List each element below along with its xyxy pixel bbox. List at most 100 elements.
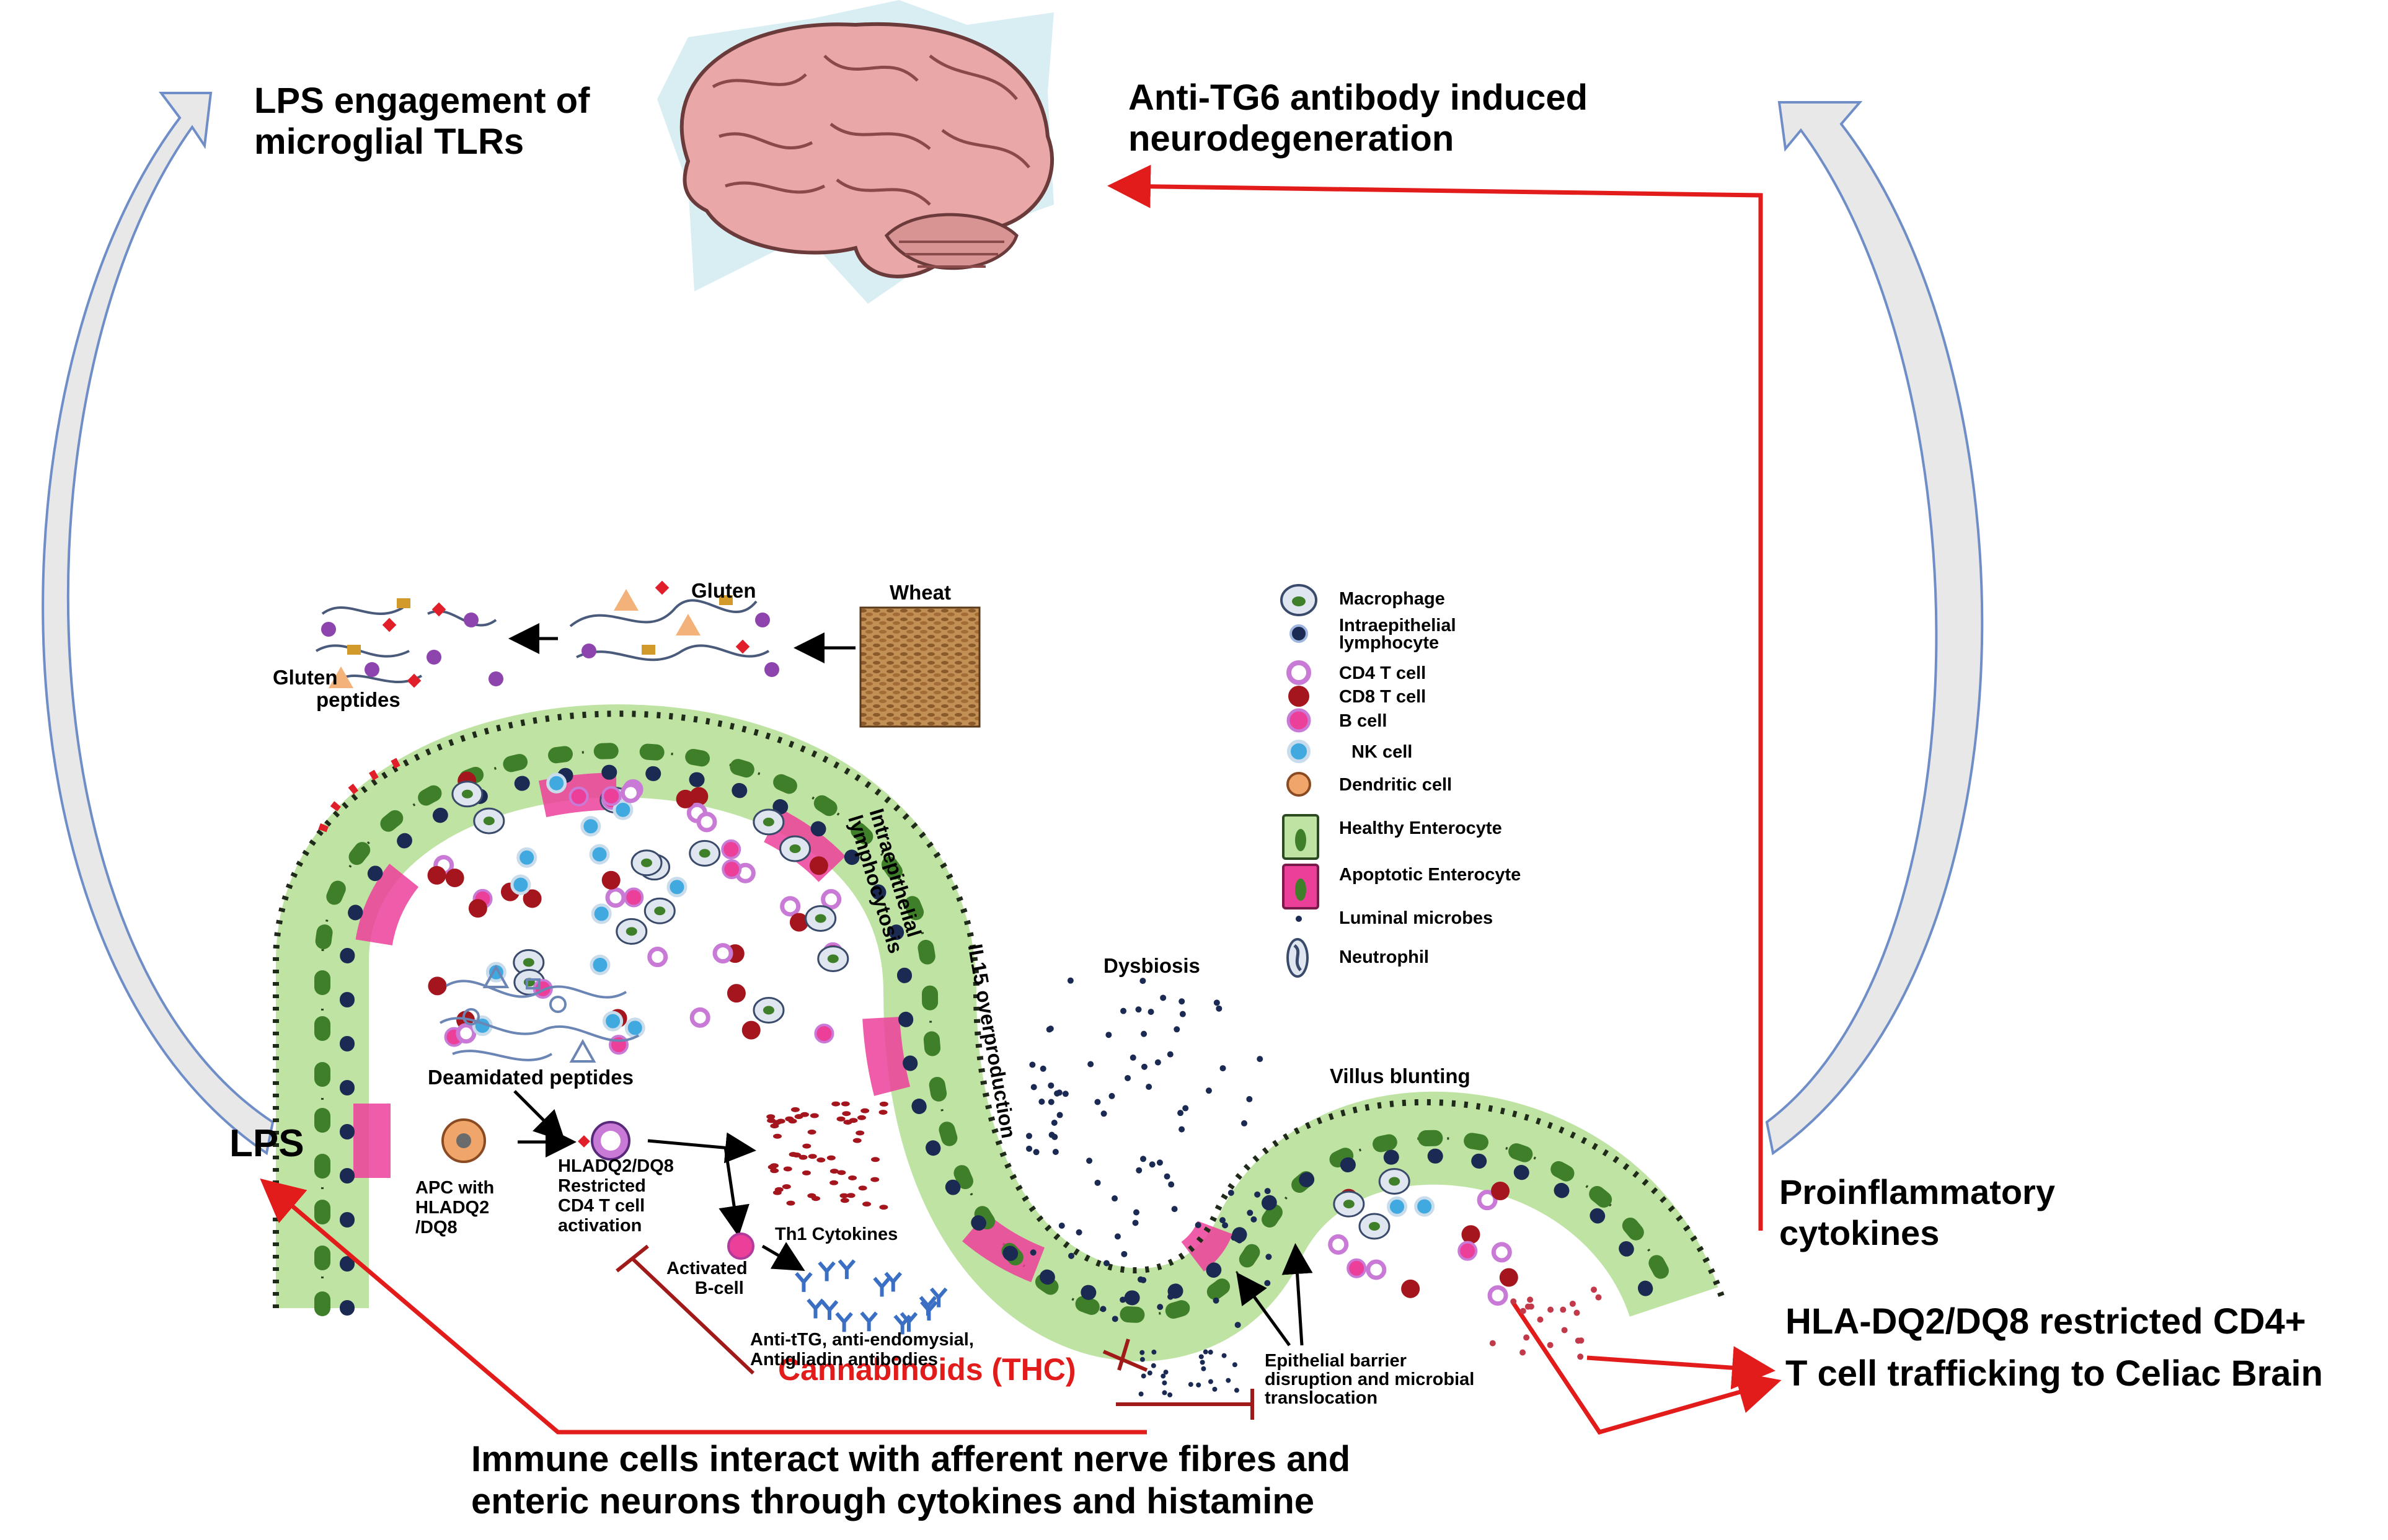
luminal-microbe <box>1216 1005 1223 1012</box>
wheat-image <box>859 606 981 728</box>
nk-cell <box>612 799 634 820</box>
cytokines-hollow-arrow <box>1765 101 1984 1156</box>
neutrophil-dot <box>1560 1306 1567 1313</box>
luminal-microbe <box>1056 1112 1063 1118</box>
luminal-microbe <box>1048 1099 1055 1105</box>
b-cell <box>568 786 589 807</box>
cd4-t-cell <box>1477 1190 1498 1211</box>
cd8-t-cell <box>428 976 447 996</box>
cytokine-dot <box>829 1180 839 1185</box>
legend-label-cd8: CD8 T cell <box>1339 687 1426 707</box>
cytokine-dot <box>816 1157 826 1163</box>
hla-cd4-cell-icon <box>578 1121 630 1161</box>
cd4-t-cell <box>689 1007 710 1028</box>
luminal-microbe <box>1219 1065 1226 1072</box>
cytokine-dot <box>794 1114 803 1120</box>
translocated-microbe <box>1151 1349 1157 1355</box>
villus-blunting-label: Villus blunting <box>1330 1064 1470 1087</box>
luminal-microbe <box>1171 1206 1178 1213</box>
activated-b-cell-label: Activated B-cell <box>666 1259 748 1298</box>
cytokine-dot <box>826 1155 836 1161</box>
nk-cell <box>590 954 611 975</box>
legend-label-macrophage: Macrophage <box>1339 589 1445 609</box>
luminal-microbe <box>1141 1030 1148 1037</box>
anti-tg6-line-2: neurodegeneration <box>1128 118 1454 159</box>
epithelial-barrier-line-3: translocation <box>1265 1388 1378 1408</box>
luminal-microbe <box>1038 1099 1045 1105</box>
cytokine-dot <box>808 1154 817 1159</box>
antibody-y-shape <box>884 1272 903 1292</box>
nk-cell <box>580 816 601 837</box>
luminal-microbe <box>1156 1159 1163 1166</box>
luminal-microbe <box>1112 1316 1118 1322</box>
luminal-microbe <box>1030 1084 1037 1091</box>
luminal-microbe <box>1213 1297 1219 1304</box>
luminal-microbe <box>1108 1092 1115 1099</box>
antibody-y-shape <box>873 1277 891 1297</box>
cytokine-dot <box>783 1166 792 1172</box>
nk-cell <box>591 903 612 924</box>
nk-cell <box>589 844 610 865</box>
hla-trafficking-line-1: HLA-DQ2/DQ8 restricted CD4+ <box>1785 1301 2306 1342</box>
epithelial-barrier-line-1: Epithelial barrier <box>1265 1351 1407 1371</box>
cytokine-dot <box>831 1101 841 1107</box>
luminal-microbe <box>1227 1189 1234 1196</box>
cd8-t-cell <box>523 889 542 908</box>
luminal-microbe <box>1136 1167 1143 1174</box>
antibodies-label: Anti-tTG, anti-endomysial, Antigliadin a… <box>750 1330 974 1370</box>
luminal-microbe <box>1140 1156 1147 1162</box>
gluten-peptides-icon <box>315 598 503 688</box>
luminal-microbe <box>1054 1090 1061 1097</box>
luminal-microbe <box>1094 1179 1101 1186</box>
antibodies-line-2: Antigliadin antibodies <box>750 1350 938 1370</box>
cd4-t-cell <box>605 887 626 908</box>
legend-label-b-cell: B cell <box>1339 711 1387 731</box>
b-cell <box>721 839 741 860</box>
luminal-microbe <box>1068 1252 1075 1259</box>
luminal-microbe <box>1213 999 1220 1006</box>
cd8-t-cell <box>601 870 621 890</box>
cytokine-dot <box>786 1200 795 1206</box>
cd4-t-cell <box>647 947 668 968</box>
cd4-t-cell <box>712 943 733 964</box>
translocated-microbe <box>1198 1354 1204 1360</box>
neutrophil-dot <box>1519 1349 1526 1356</box>
nk-cell <box>546 772 567 794</box>
translocated-microbe <box>1226 1378 1231 1383</box>
legend-label-apoptotic-enterocyte: Apoptotic Enterocyte <box>1339 865 1521 885</box>
cytokine-dot <box>837 1170 846 1175</box>
antibody-y-shape <box>900 1312 918 1332</box>
neutrophil-dot <box>1578 1337 1585 1344</box>
cytokine-dot <box>870 1157 880 1162</box>
nk-cell <box>603 1011 624 1032</box>
translocated-microbe <box>1201 1366 1206 1371</box>
cd4-t-cell <box>1328 1234 1349 1255</box>
luminal-microbe <box>1048 1131 1055 1138</box>
neutrophil-dot <box>1547 1306 1554 1313</box>
legend-label-cd4: CD4 T cell <box>1339 663 1426 683</box>
luminal-microbe <box>1033 1149 1040 1156</box>
process-arrows <box>508 623 1313 1347</box>
cd4-t-cell <box>1491 1242 1512 1263</box>
luminal-microbe <box>1141 1063 1148 1070</box>
anti-tg6-line-1: Anti-TG6 antibody induced <box>1128 77 1588 118</box>
luminal-microbe <box>1130 1054 1136 1061</box>
lps-label: LPS <box>229 1122 304 1165</box>
cytokine-dot <box>857 1115 866 1120</box>
luminal-microbe <box>1240 1120 1247 1126</box>
luminal-microbe <box>1100 1306 1107 1312</box>
luminal-microbe <box>1205 1087 1212 1094</box>
cytokine-dot <box>842 1111 851 1117</box>
gluten-peptides-line-2: peptides <box>316 688 400 711</box>
cytokine-dot <box>836 1116 846 1122</box>
luminal-microbe <box>1058 1223 1065 1229</box>
antibody-y-shape <box>807 1298 825 1319</box>
macrophage-nucleus <box>1368 1222 1380 1231</box>
antibody-y-shape <box>835 1312 853 1332</box>
b-cell <box>624 887 644 908</box>
hla-restricted-line-1: HLADQ2/DQ8 <box>558 1156 674 1176</box>
epithelial-barrier-line-2: disruption and microbial <box>1265 1370 1475 1389</box>
cd4-t-cell <box>1366 1259 1387 1280</box>
luminal-microbe <box>1026 1145 1033 1152</box>
